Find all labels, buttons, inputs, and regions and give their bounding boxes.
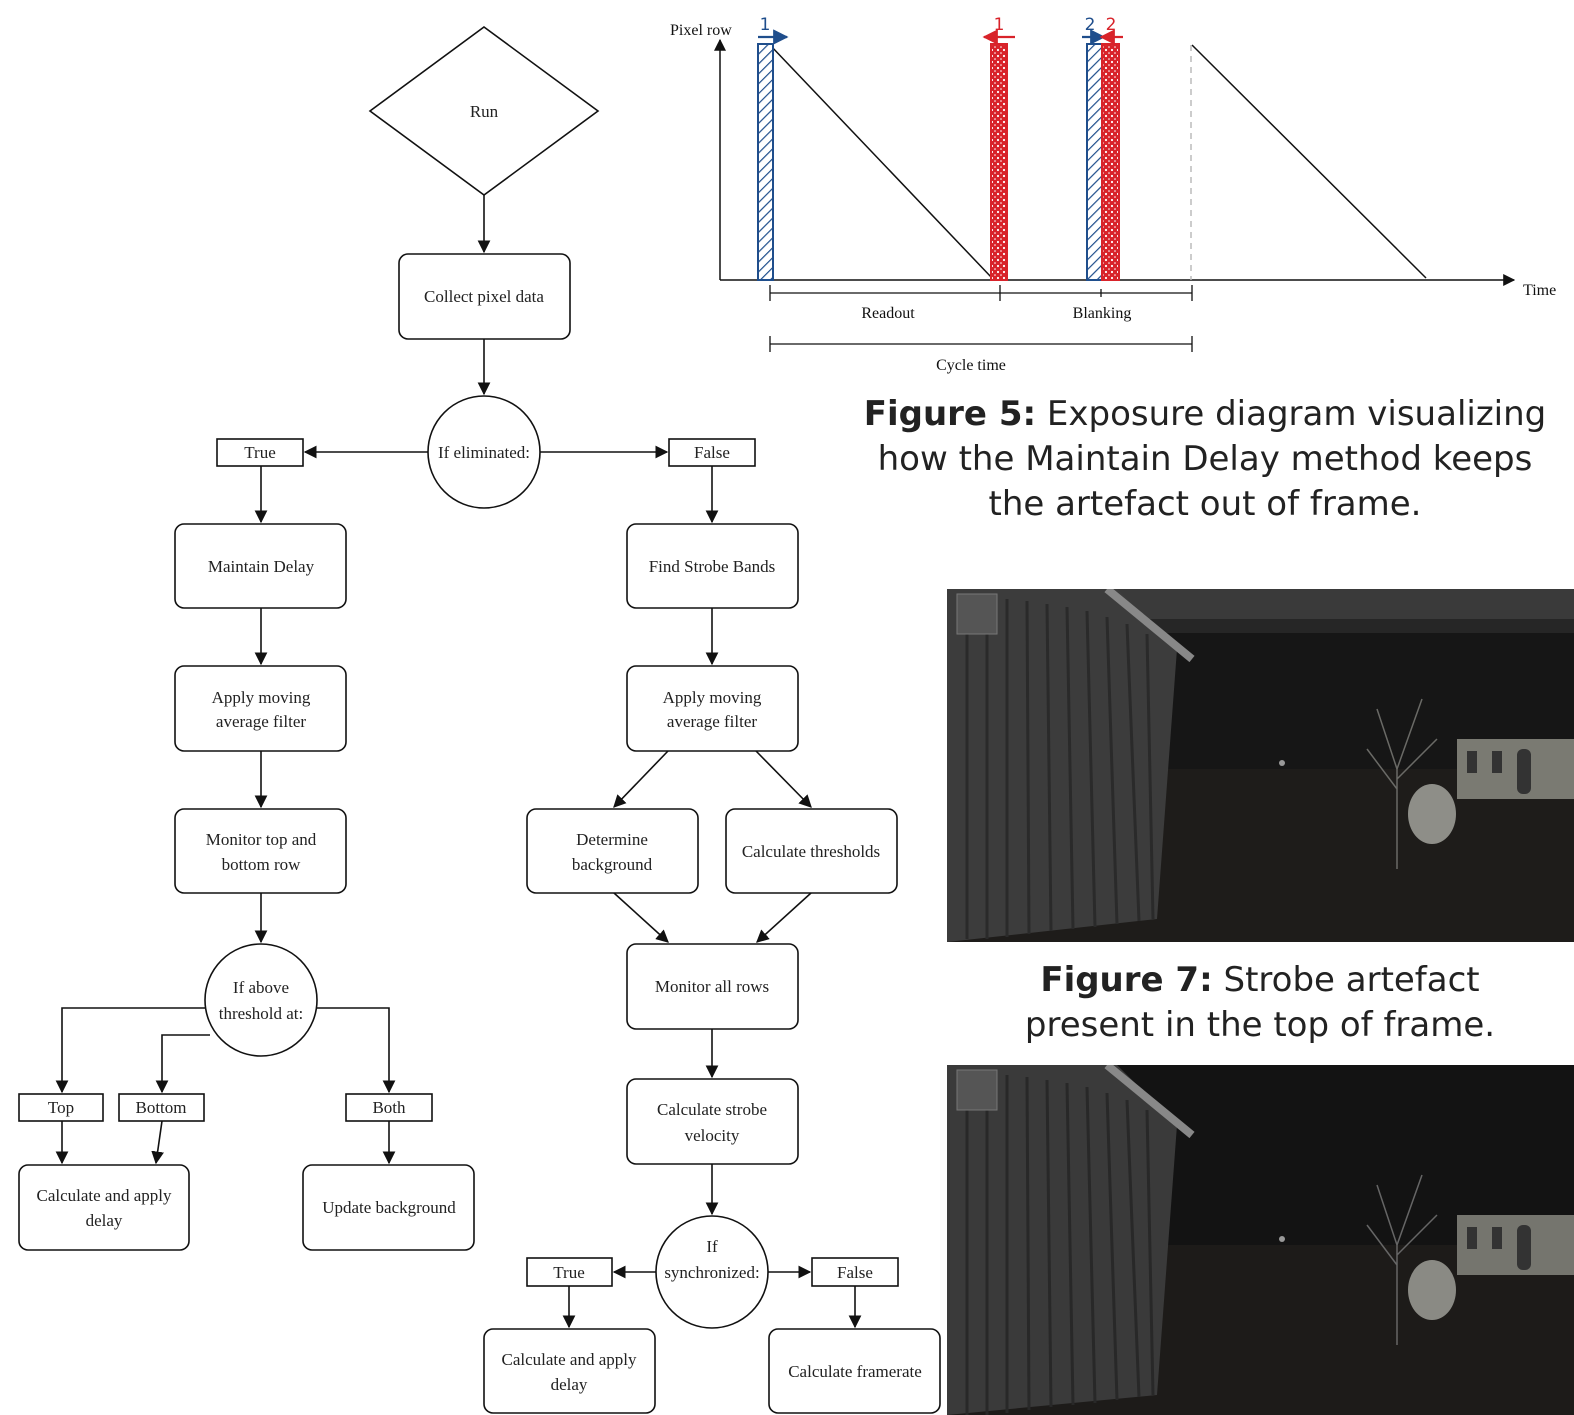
monitor-all-label: Monitor all rows (655, 977, 769, 996)
figure-5-caption-line3: the artefact out of frame. (988, 483, 1422, 524)
calc-velocity-line2: velocity (685, 1126, 740, 1145)
strobe-artefact-photo-bottom (947, 1065, 1574, 1415)
monitor-top-bottom-line2: bottom row (222, 855, 302, 874)
bottom-label: Bottom (135, 1098, 186, 1117)
figure-5-caption: Figure 5: Exposure diagram visualizing h… (815, 392, 1574, 527)
find-strobe-label: Find Strobe Bands (649, 557, 776, 576)
figure-7-label: Figure 7: (1040, 960, 1213, 1000)
figure-7-line1-text: Strobe artefact (1212, 960, 1480, 1000)
red-marker-2: 2 (1106, 15, 1117, 35)
if-sync-line1: If (706, 1237, 718, 1256)
if-above-threshold-decision (204, 943, 318, 1057)
blanking-label: Blanking (1073, 305, 1132, 322)
calc-apply-delay-right-box (483, 1328, 656, 1414)
blue-exposure-bar-1 (757, 43, 774, 281)
calc-thresholds-box (725, 808, 898, 894)
false-bottom-label: False (837, 1263, 873, 1282)
update-background-label: Update background (322, 1198, 456, 1217)
true-bottom-label: True (553, 1263, 585, 1282)
apply-filter-left-line2: average filter (216, 712, 306, 731)
monitor-top-bottom-line1: Monitor top and (206, 830, 317, 849)
calc-apply-delay-right-line2: delay (551, 1375, 588, 1394)
figure-7-caption-line1: Figure 7: Strobe artefact (960, 958, 1560, 1003)
x-axis-label: Time (1523, 282, 1556, 299)
flow-connectors (55, 195, 862, 1329)
if-above-line1: If above (233, 978, 289, 997)
red-marker-1: 1 (994, 15, 1005, 35)
both-label: Both (372, 1098, 406, 1117)
calc-framerate-label: Calculate framerate (788, 1362, 922, 1381)
if-sync-line2: synchronized: (664, 1263, 759, 1282)
calc-apply-delay-right-line1: Calculate and apply (501, 1350, 637, 1369)
blue-exposure-bar-2 (1086, 43, 1103, 281)
run-label: Run (470, 102, 499, 121)
figure-5-caption-line2: how the Maintain Delay method keeps (877, 438, 1533, 479)
apply-filter-left-line1: Apply moving (212, 688, 311, 707)
maintain-delay-label: Maintain Delay (208, 557, 315, 576)
exposure-diagram: Pixel row Time 1 1 2 2 Readout (670, 15, 1556, 374)
calc-velocity-line1: Calculate strobe (657, 1100, 767, 1119)
apply-filter-left-box (174, 665, 347, 752)
red-exposure-bar-1 (990, 43, 1008, 281)
figure-7-caption-line2: present in the top of frame. (1024, 1004, 1496, 1045)
if-eliminated-label: If eliminated: (438, 443, 530, 462)
blue-marker-1: 1 (760, 15, 771, 35)
figure-5-line1-text: Exposure diagram visualizing (1036, 394, 1547, 434)
determine-background-box (526, 808, 699, 894)
collect-label: Collect pixel data (424, 287, 544, 306)
calc-apply-delay-left-line1: Calculate and apply (36, 1186, 172, 1205)
top-label-box (18, 1093, 104, 1122)
calc-apply-delay-left-box (18, 1164, 190, 1251)
strobe-artefact-photo-top (947, 589, 1574, 942)
false-right-label: False (694, 443, 730, 462)
figure-7-caption: Figure 7: Strobe artefact present in the… (960, 958, 1560, 1048)
apply-filter-right-line2: average filter (667, 712, 757, 731)
if-above-line2: threshold at: (219, 1004, 304, 1023)
calc-thresholds-label: Calculate thresholds (742, 842, 880, 861)
true-label-box-left (216, 438, 304, 467)
update-background-box (302, 1164, 475, 1251)
calc-apply-delay-left-line2: delay (86, 1211, 123, 1230)
top-label: Top (48, 1098, 74, 1117)
apply-filter-right-line1: Apply moving (663, 688, 762, 707)
figure-5-label: Figure 5: (863, 394, 1037, 434)
determine-background-line1: Determine (576, 830, 648, 849)
true-left-label: True (244, 443, 276, 462)
monitor-top-bottom-box (174, 808, 347, 894)
apply-filter-right-box (626, 665, 799, 752)
calc-framerate-box (768, 1328, 941, 1414)
readout-label: Readout (861, 305, 915, 322)
red-exposure-bar-2 (1101, 43, 1120, 281)
calc-velocity-box (626, 1078, 799, 1165)
cycle-time-label: Cycle time (936, 357, 1006, 374)
figure-5-caption-line1: Figure 5: Exposure diagram visualizing (815, 392, 1574, 437)
blue-marker-2: 2 (1085, 15, 1096, 35)
y-axis-label: Pixel row (670, 22, 732, 39)
determine-background-line2: background (572, 855, 653, 874)
